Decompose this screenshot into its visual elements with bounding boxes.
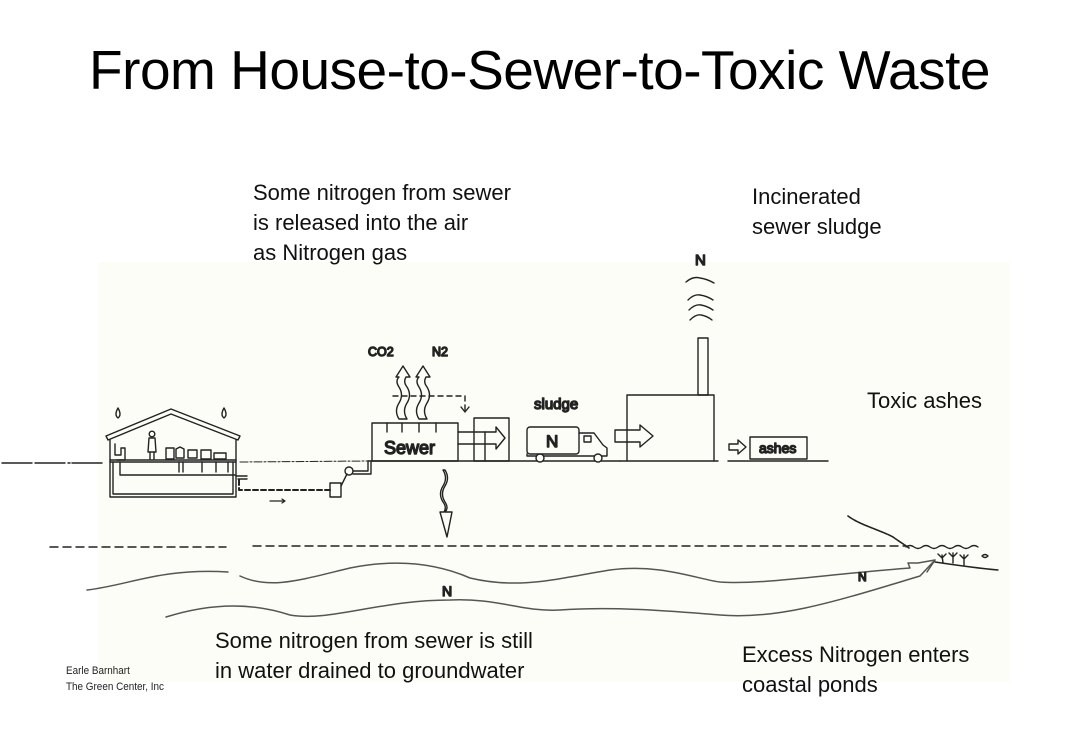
gas-release-arrows	[392, 365, 470, 420]
fish-icon	[981, 553, 989, 559]
caption-line: as Nitrogen gas	[253, 240, 408, 265]
recirculation-dashed-line	[392, 395, 466, 411]
house-roof	[105, 408, 241, 441]
caption-coastal-ponds: Excess Nitrogen enters coastal ponds	[742, 640, 969, 700]
to-ashes-arrow-icon	[728, 439, 747, 455]
sewer-label: Sewer	[384, 438, 435, 458]
house-basement	[112, 461, 234, 495]
recirculation-arrow-icon	[460, 406, 470, 413]
incinerator-building	[626, 394, 715, 462]
caption-line: coastal ponds	[742, 672, 878, 697]
caption-line: is released into the air	[253, 210, 469, 235]
caption-line: Excess Nitrogen enters	[742, 642, 970, 667]
caption-line: Some nitrogen from sewer	[253, 180, 511, 205]
page-title: From House-to-Sewer-to-Toxic Waste	[89, 39, 990, 101]
smoke-n-label: N	[695, 252, 706, 269]
water-drop-icon	[221, 407, 227, 419]
sewer-inlet-pipe	[352, 460, 372, 475]
coastal-n-label: N	[858, 570, 867, 584]
coastline	[847, 515, 999, 571]
house-drain-pipe	[235, 475, 248, 480]
caption-air-release: Some nitrogen from sewer is released int…	[253, 178, 511, 268]
smoke-wave-icon	[687, 294, 714, 301]
sewer-plant	[367, 417, 621, 462]
sludge-truck-icon	[526, 426, 608, 463]
co2-gas-arrow-icon	[395, 365, 411, 420]
incinerator	[619, 276, 719, 462]
caption-line: Incinerated	[752, 184, 861, 209]
credit-organization: The Green Center, Inc	[66, 681, 164, 693]
marsh-plant-icon	[937, 553, 947, 564]
plumbing-fixtures	[119, 446, 236, 476]
sludge-label: sludge	[534, 396, 578, 413]
smoke-wave-icon	[685, 276, 715, 284]
co2-label: CO2	[368, 345, 394, 359]
caption-groundwater: Some nitrogen from sewer is still in wat…	[215, 626, 533, 686]
diagram-paper-background	[98, 262, 1010, 682]
caption-incinerated: Incinerated sewer sludge	[752, 182, 882, 242]
smoke-wave-icon	[688, 304, 714, 311]
n2-label: N2	[432, 345, 448, 359]
house	[105, 407, 248, 498]
pump-icon	[344, 466, 354, 476]
groundwater-n-label: N	[442, 583, 452, 599]
leach-line	[238, 460, 372, 504]
person-icon	[147, 430, 157, 460]
house-floor	[109, 459, 237, 463]
truck-n-label: N	[546, 432, 558, 451]
caption-toxic-ashes: Toxic ashes	[867, 388, 982, 413]
groundwater-down-arrow-icon	[439, 469, 453, 538]
ground-line-middle	[239, 460, 369, 463]
caption-line: Some nitrogen from sewer is still	[215, 628, 533, 653]
ashes-container	[727, 436, 829, 462]
water-drop-icon	[115, 407, 121, 419]
marsh-plant-icon	[959, 554, 969, 566]
flow-arrow-icon	[269, 498, 286, 504]
process-arrow-icon	[457, 426, 506, 450]
n2-gas-arrow-icon	[415, 365, 431, 420]
incinerator-smokestack	[697, 337, 709, 396]
caption-line: in water drained to groundwater	[215, 658, 525, 683]
caption-line: sewer sludge	[752, 214, 882, 239]
water-table-line	[49, 545, 906, 548]
smoke-wave-icon	[689, 314, 713, 321]
credit-author: Earle Barnhart	[66, 665, 130, 677]
author-credit: Earle Barnhart The Green Center, Inc	[66, 663, 164, 695]
ashes-label: ashes	[759, 440, 796, 456]
groundwater-flow-band	[86, 559, 936, 618]
house-walls	[109, 439, 237, 498]
toilet-icon	[114, 443, 126, 461]
marsh-plant-icon	[948, 552, 958, 564]
to-incinerator-arrow-icon	[614, 424, 654, 448]
